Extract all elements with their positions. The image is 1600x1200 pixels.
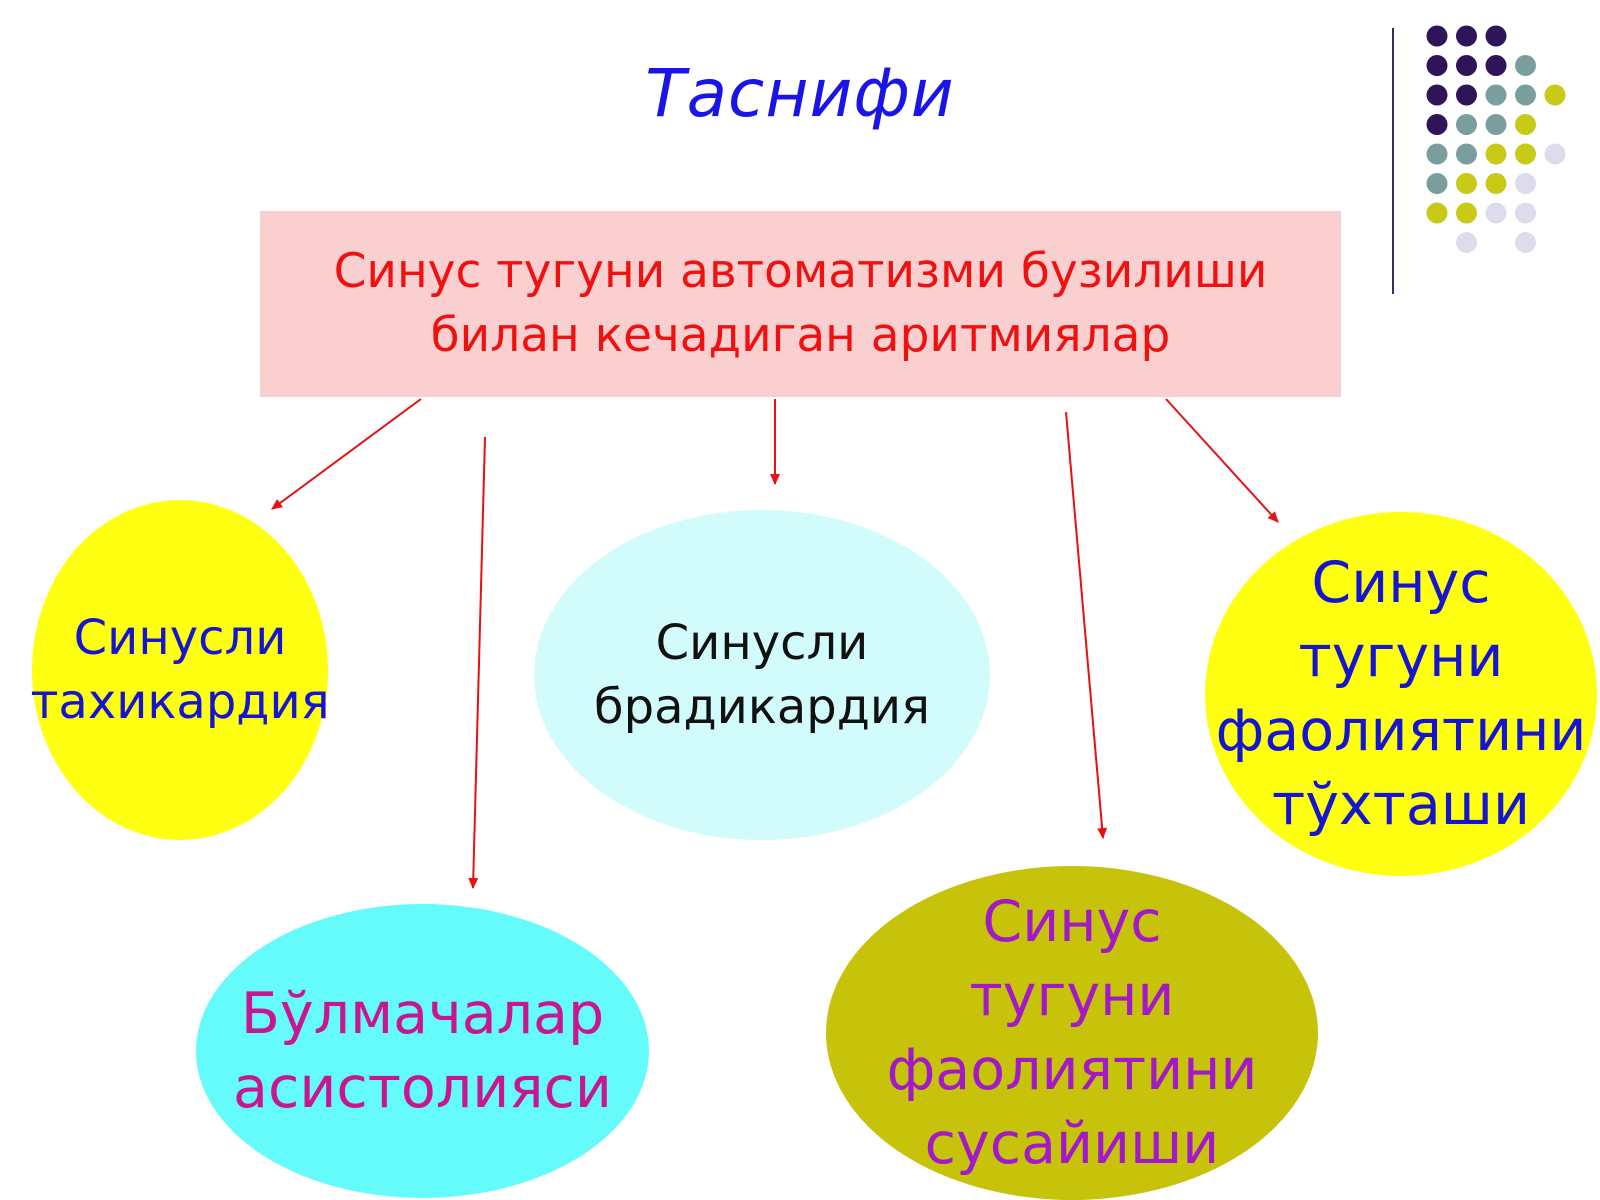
main-category-label: Синус тугуни автоматизми бузилиши билан …: [333, 244, 1268, 363]
decorative-dot: [1456, 232, 1477, 253]
decorative-dot: [1544, 143, 1566, 165]
decorative-dot: [1485, 143, 1507, 165]
arrow-to-sinus-arrest: [1165, 398, 1279, 523]
decorative-dot: [1456, 55, 1477, 76]
decorative-dot: [1456, 202, 1477, 224]
decorative-dot: [1485, 202, 1507, 224]
node-sinus-arrest-label: Синус тугуни фаолиятини тўхташи: [1215, 550, 1587, 838]
decorative-dot: [1456, 143, 1477, 165]
node-sinus-bradycardia: Синусли брадикардия: [534, 510, 990, 840]
decorative-dot: [1426, 25, 1448, 47]
decorative-dot: [1485, 84, 1507, 106]
decorative-dot: [1456, 25, 1477, 47]
decorative-dot: [1485, 55, 1507, 76]
decorative-dot: [1515, 232, 1536, 253]
decorative-dot: [1515, 114, 1536, 135]
decorative-dot: [1426, 173, 1448, 194]
decorative-dot: [1426, 114, 1448, 135]
decorative-dot: [1515, 173, 1536, 194]
node-atrial-asystole-label: Бўлмачалар асистолияси: [233, 981, 612, 1121]
main-category-box: Синус тугуни автоматизми бузилиши билан …: [260, 211, 1341, 397]
decorative-dot: [1456, 173, 1477, 194]
decorative-dot: [1515, 202, 1536, 224]
decorative-dot: [1426, 143, 1448, 165]
decorative-dot: [1515, 55, 1536, 76]
decorative-dot: [1426, 84, 1448, 106]
node-sinus-node-weakness-label: Синус тугуни фаолиятини сусайиши: [886, 889, 1258, 1177]
arrow-to-tachycardia: [271, 398, 422, 510]
node-sinus-arrest: Синус тугуни фаолиятини тўхташи: [1205, 512, 1597, 876]
node-sinus-node-weakness: Синус тугуни фаолиятини сусайиши: [826, 866, 1318, 1200]
decorative-dot: [1426, 55, 1448, 76]
node-sinus-bradycardia-label: Синусли брадикардия: [594, 615, 930, 735]
node-sinus-tachycardia-label: Синусли тахикардия: [30, 610, 330, 730]
decorative-dot: [1456, 114, 1477, 135]
decorative-dot: [1515, 84, 1536, 106]
decorative-dot: [1485, 173, 1507, 194]
decorative-divider-line: [1392, 28, 1394, 294]
decorative-dot: [1485, 114, 1507, 135]
decorative-dot: [1485, 25, 1507, 47]
arrow-to-sinus-node-weakness: [1065, 411, 1108, 839]
node-sinus-tachycardia: Синусли тахикардия: [30, 500, 330, 840]
decorative-dot: [1544, 84, 1566, 106]
decorative-dot-grid: [1426, 25, 1566, 253]
decorative-dot: [1515, 143, 1536, 165]
decorative-dot: [1426, 202, 1448, 224]
decorative-dot: [1456, 84, 1477, 106]
page-title: Таснифи: [645, 55, 955, 132]
arrow-to-atrial-asystole: [468, 436, 486, 889]
node-atrial-asystole: Бўлмачалар асистолияси: [196, 904, 649, 1198]
